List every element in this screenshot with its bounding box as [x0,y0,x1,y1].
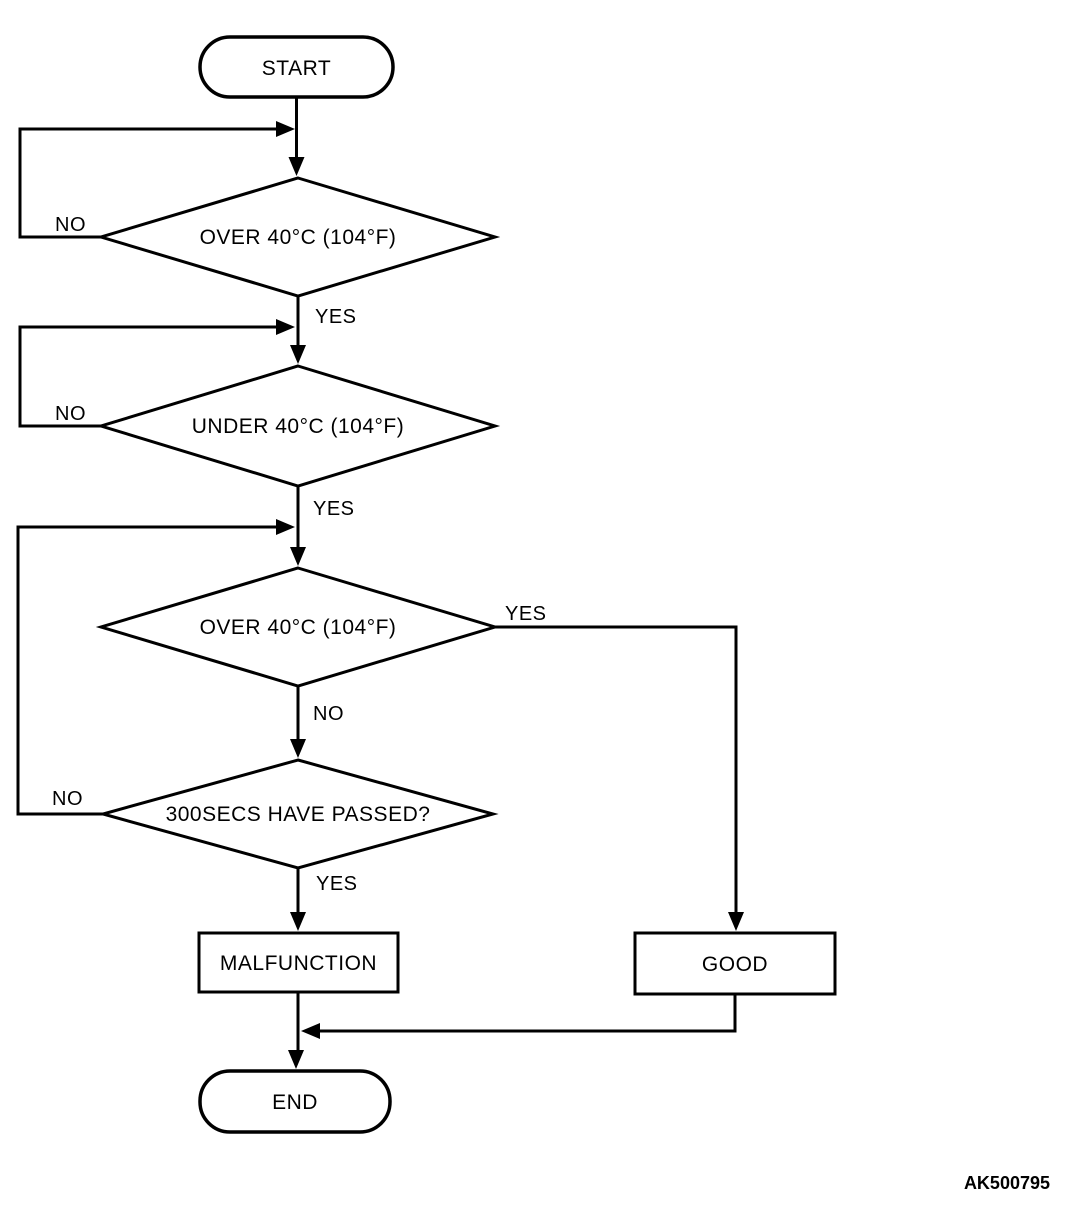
edge-good-to-merge [318,994,737,1033]
arrowhead-into-check3 [290,547,306,566]
edge-check3-yes-to-good [495,625,738,915]
start-node-label: START [262,57,331,80]
decision-check3-label: OVER 40°C (104°F) [200,616,397,639]
edge-check4-no-loop [16,525,278,816]
arrowhead-into-check4 [290,739,306,758]
decision-check2-label: UNDER 40°C (104°F) [192,415,405,438]
good-node-label: GOOD [702,953,768,976]
edge-label-check2-no: NO [55,403,86,425]
arrowhead-into-good [728,912,744,931]
figure-code-label: AK500795 [964,1173,1050,1193]
edge-label-check3-no: NO [313,703,344,725]
arrowhead-into-end [288,1050,304,1069]
arrowhead-into-malfunction [290,912,306,931]
end-node-label: END [272,1091,318,1114]
edge-label-check4-no: NO [52,788,83,810]
malfunction-node [197,931,400,994]
edge-label-check1-no: NO [55,214,86,236]
decision-check4-label: 300SECS HAVE PASSED? [166,803,431,826]
arrowhead-into-check2 [290,345,306,364]
decision-check1-label: OVER 40°C (104°F) [200,226,397,249]
decision-node-check1 [95,176,501,298]
decision-node-check3 [95,566,501,688]
arrowhead-no2-merge [276,319,295,335]
edge-check1-no-loop [18,127,278,239]
edge-label-check4-yes: YES [316,873,358,895]
edge-check2-no-loop [18,325,278,428]
arrowhead-into-check1 [288,157,305,176]
arrowhead-good-merge [301,1023,320,1039]
edge-label-check2-yes: YES [313,498,355,520]
start-node [198,35,395,99]
end-node [198,1069,392,1134]
good-node [633,931,837,996]
edge-label-check3-yes: YES [505,603,547,625]
edge-label-check1-yes: YES [315,306,357,328]
decision-node-check4 [97,758,499,870]
arrowhead-no4-merge [276,519,295,535]
arrowhead-no1-merge [276,121,295,137]
decision-node-check2 [95,364,501,488]
malfunction-node-label: MALFUNCTION [220,952,377,975]
